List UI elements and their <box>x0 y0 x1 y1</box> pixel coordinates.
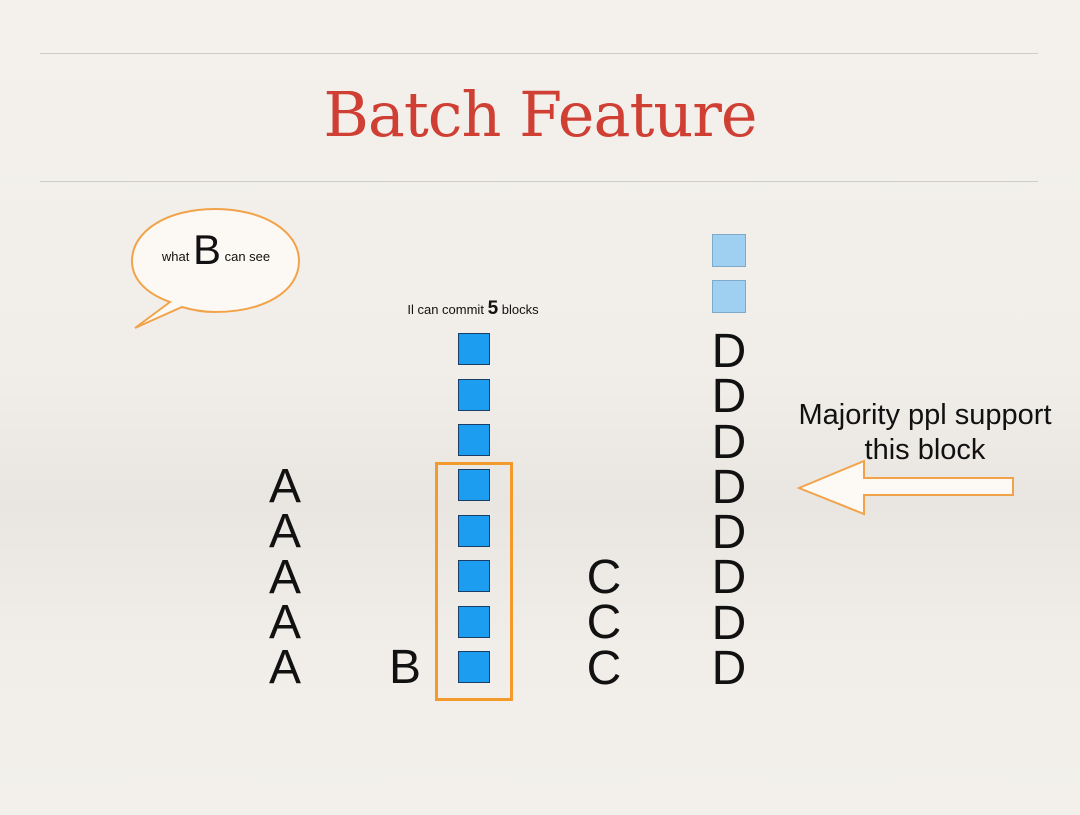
node-b: B <box>388 641 421 694</box>
node-c: C <box>586 596 622 650</box>
node-a: A <box>268 550 301 604</box>
block <box>458 515 490 547</box>
commit-note: Il can commit 5 blocks <box>370 298 576 320</box>
node-d: D <box>711 325 747 378</box>
pending-block <box>712 280 746 313</box>
node-a: A <box>268 595 301 649</box>
bubble-suffix: can see <box>224 249 271 264</box>
bubble-highlight: B <box>192 226 221 273</box>
block <box>458 333 490 365</box>
pending-block <box>712 234 746 267</box>
node-d: D <box>711 642 747 696</box>
commit-note-prefix: Il can commit <box>407 302 484 317</box>
node-d: D <box>711 415 747 469</box>
title-divider <box>40 181 1038 182</box>
node-c: C <box>586 551 622 604</box>
commit-note-number: 5 <box>487 298 499 319</box>
slide-title: Batch Feature <box>323 78 757 151</box>
node-d: D <box>711 506 747 560</box>
node-d: D <box>711 596 747 650</box>
node-d: D <box>711 460 747 514</box>
majority-annotation: Majority ppl support this block <box>798 399 1052 466</box>
speech-bubble-icon <box>130 207 301 329</box>
node-d: D <box>711 370 747 424</box>
node-column-b: B <box>382 641 428 694</box>
node-a: A <box>268 460 301 513</box>
block <box>458 424 490 456</box>
node-a: A <box>268 641 301 695</box>
node-column-d: D D D D D D D D <box>704 325 754 696</box>
batch-selection-outline <box>435 462 513 701</box>
bubble-caption: what B can see <box>133 229 299 271</box>
node-d: D <box>711 551 747 605</box>
commit-note-suffix: blocks <box>501 302 539 317</box>
block <box>458 606 490 638</box>
node-column-a: A A A A A <box>262 460 308 695</box>
top-divider <box>40 53 1038 54</box>
node-column-c: C C C <box>580 551 628 695</box>
node-c: C <box>586 641 622 695</box>
block <box>458 379 490 411</box>
node-a: A <box>268 505 301 559</box>
bubble-prefix: what <box>161 249 190 264</box>
block <box>458 469 490 501</box>
left-arrow-icon <box>796 459 1014 516</box>
block <box>458 651 490 683</box>
block <box>458 560 490 592</box>
